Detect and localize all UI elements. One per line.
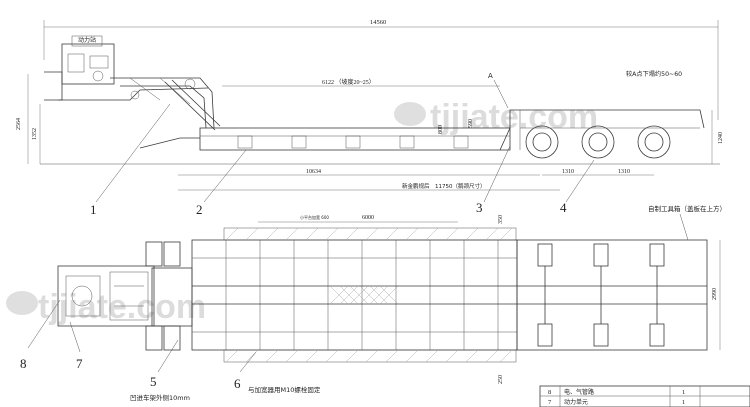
table-row-1-name: 电、气管路: [564, 388, 594, 396]
height-2564-label: 2564: [16, 118, 22, 130]
side-view: 14560 动力站 6122 （: [16, 19, 724, 191]
watermark-bottom: tjjiate.com: [6, 288, 206, 326]
rear-wheels: [525, 125, 671, 159]
point-a-note: 较A点下塌约50~60: [626, 70, 682, 78]
callout-5: 5: [150, 374, 157, 389]
axle-spacing-1-label: 1310: [562, 169, 574, 175]
center-hatch: [329, 285, 399, 305]
height-590-label: 590: [468, 119, 474, 128]
step-note: 凹进车架外侧10mm: [130, 393, 190, 402]
rear-axles: [537, 243, 665, 347]
widening-plate-bottom: [223, 349, 517, 363]
callout-4: 4: [560, 200, 567, 215]
plan-view: 6000 小平台加宽 600 350 250 2990 自制工具箱（盖板在上方）…: [57, 204, 726, 402]
widening-plate-top: [223, 227, 517, 241]
callout-8: 8: [20, 356, 27, 371]
table-row-2-name: 动力单元: [564, 398, 588, 406]
height-800-label: 800: [438, 125, 444, 134]
plan-width-2990-label: 2990: [712, 288, 718, 300]
callout-2: 2: [196, 202, 203, 217]
toolbox-note: 自制工具箱（盖板在上方）: [648, 204, 726, 213]
parts-table: 8 电、气管路 1 7 动力单元 1: [539, 385, 750, 407]
watermark-top: tjjiate.com: [394, 98, 598, 136]
power-station-label: 动力站: [78, 36, 96, 44]
point-a-label: A: [488, 72, 493, 80]
table-row-1-no: 8: [548, 389, 551, 396]
callout-1: 1: [90, 202, 97, 217]
deck-length-label: 6122 （坡度20~25）: [322, 78, 375, 86]
table-row-2-no: 7: [548, 399, 552, 406]
bottom-length-label: 10634: [306, 169, 321, 175]
callout-7: 7: [76, 356, 83, 371]
table-row-2-qty: 1: [682, 399, 685, 406]
axle-spacing-2-label: 1310: [618, 169, 630, 175]
dim-350-label: 350: [498, 215, 504, 224]
height-1240-label: 1240: [718, 132, 724, 144]
small-platform-note: 小平台加宽 600: [300, 214, 329, 220]
callout-6: 6: [234, 376, 241, 391]
overall-length-label: 14560: [370, 19, 386, 26]
height-1352-label: 1352: [32, 128, 38, 140]
svg-text:tjjiate.com: tjjiate.com: [430, 98, 598, 136]
svg-text:tjjiate.com: tjjiate.com: [38, 288, 206, 326]
dim-250-label: 250: [498, 375, 504, 384]
deck-total-note: 新金鹏规后 11750（鹅颈尺寸）: [402, 182, 486, 190]
table-row-1-qty: 1: [682, 389, 685, 396]
fix-note: 与加宽器用M10螺栓固定: [248, 385, 321, 394]
callout-3: 3: [476, 200, 483, 215]
callouts: 1 2 3 4 5 6 7 8: [20, 103, 595, 391]
plan-width-6000-label: 6000: [362, 215, 374, 221]
